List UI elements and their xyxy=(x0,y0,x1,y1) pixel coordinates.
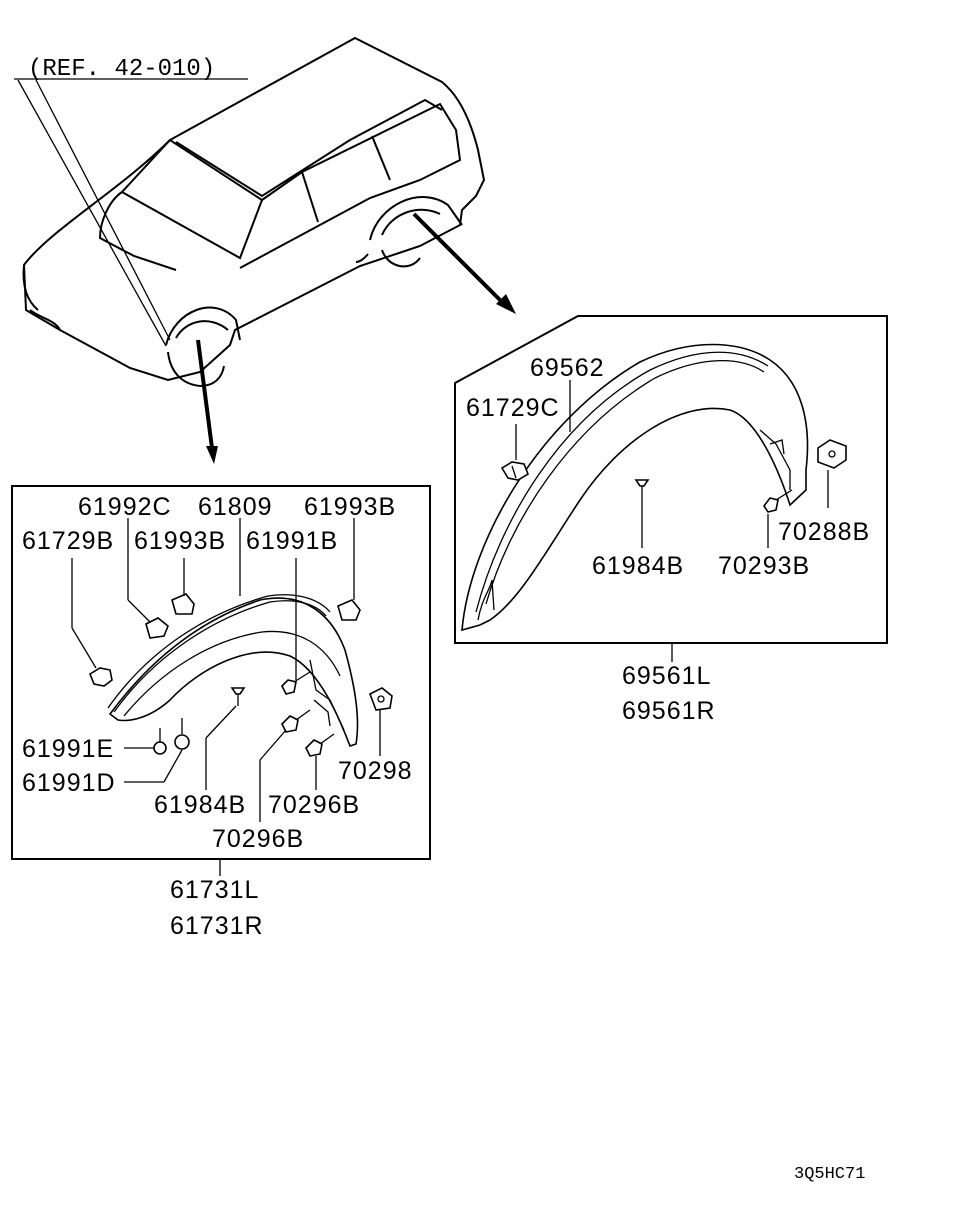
rear-clip-61729c xyxy=(500,461,529,481)
label-61731l: 61731L xyxy=(170,876,259,904)
label-61731r: 61731R xyxy=(170,912,264,940)
leader-61992c-2 xyxy=(127,599,151,623)
label-70296b-b: 70296B xyxy=(212,825,304,853)
label-61991b: 61991B xyxy=(246,527,338,555)
label-70298: 70298 xyxy=(338,757,413,785)
front-parts-box xyxy=(11,485,431,860)
label-61992c: 61992C xyxy=(78,493,172,521)
label-70288b: 70288B xyxy=(778,518,870,546)
front-nut-61992c xyxy=(145,617,169,639)
reference-leader-front xyxy=(17,79,167,347)
label-69562: 69562 xyxy=(530,354,605,382)
label-69561l: 69561L xyxy=(622,662,711,690)
front-arrow xyxy=(196,339,218,464)
label-61991d: 61991D xyxy=(22,769,116,797)
label-70296b-a: 70296B xyxy=(268,791,360,819)
front-screw-61991e xyxy=(153,728,167,755)
front-screw-61991d xyxy=(174,718,190,750)
label-61729b: 61729B xyxy=(22,527,114,555)
front-nut-61993b-top xyxy=(171,593,195,615)
front-screw-61991b xyxy=(281,671,311,695)
rear-parts-box xyxy=(454,315,888,644)
label-70293b: 70293B xyxy=(718,552,810,580)
rear-fender-flare xyxy=(461,343,809,632)
label-61993b-mid: 61993B xyxy=(134,527,226,555)
label-69561r: 69561R xyxy=(622,697,716,725)
label-61991e: 61991E xyxy=(22,735,114,763)
label-61729c: 61729C xyxy=(466,394,560,422)
leader-70296b-b-2 xyxy=(259,729,287,761)
front-screw-70296b-a xyxy=(281,709,311,733)
front-clip-61729b xyxy=(89,667,113,687)
front-screw-70296b-b xyxy=(305,733,335,757)
front-screw-61984b xyxy=(230,687,246,706)
rear-nut-70288b xyxy=(817,439,847,469)
rear-screw-61984b xyxy=(634,479,650,500)
label-61809: 61809 xyxy=(198,493,273,521)
leader-61729b-2 xyxy=(71,627,97,669)
label-61984b-front: 61984B xyxy=(154,791,246,819)
front-nut-70298 xyxy=(368,687,393,711)
vehicle-illustration xyxy=(22,36,486,388)
leader-61991d-2 xyxy=(163,749,183,783)
leader-61984b-front-2 xyxy=(205,705,237,739)
rear-screw-70293b xyxy=(763,489,793,513)
reference-leader-front-2 xyxy=(35,79,171,341)
label-61993b-top: 61993B xyxy=(304,493,396,521)
label-61984b-rear: 61984B xyxy=(592,552,684,580)
diagram-code: 3Q5HC71 xyxy=(794,1165,865,1184)
front-nut-61993b-mid xyxy=(337,599,361,621)
rear-arrow xyxy=(412,212,516,314)
